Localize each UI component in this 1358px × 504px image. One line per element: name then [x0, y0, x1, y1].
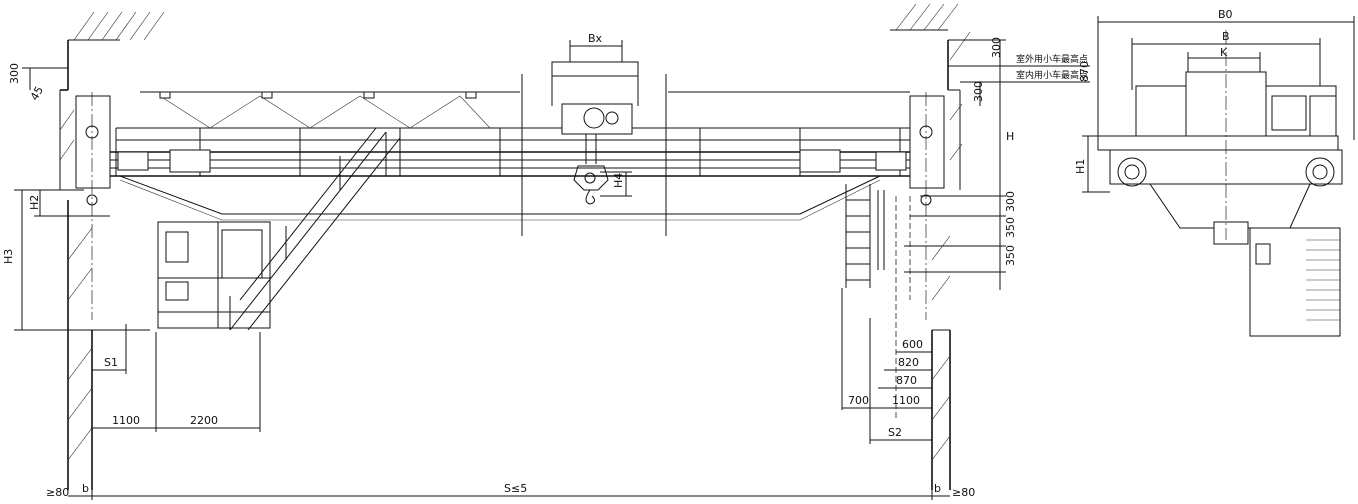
label-span: S≤5	[504, 482, 527, 495]
label-b: B	[1222, 30, 1230, 43]
label-h: H	[1006, 130, 1014, 143]
label-h2: H2	[28, 195, 41, 210]
label-820: 820	[898, 356, 919, 369]
label-b-right: b	[934, 482, 941, 495]
label-350-a: 350	[1004, 217, 1017, 238]
label-s2: S2	[888, 426, 902, 439]
label-bx: Bx	[588, 32, 603, 45]
right-building-column	[890, 3, 971, 490]
label-45: 45	[28, 84, 46, 103]
label-h3: H3	[2, 249, 15, 264]
label-h4: H4	[612, 173, 625, 188]
operator-cab	[157, 221, 271, 329]
label-350-b: 350	[1004, 245, 1017, 266]
label-1100-right: 1100	[892, 394, 920, 407]
label-k: K	[1220, 46, 1228, 59]
right-ladder	[841, 184, 911, 420]
label-s1: S1	[104, 356, 118, 369]
label-300-topleft: 300	[8, 63, 21, 84]
label-300-top: 300	[990, 37, 1003, 58]
label-870-top: 870	[1078, 61, 1091, 82]
label-1100-left: 1100	[112, 414, 140, 427]
label-ge80-left: ≥80	[46, 486, 69, 499]
note-outdoor-trolley-top: 室外用小车最高点	[1016, 53, 1088, 65]
side-view	[1082, 16, 1355, 337]
label-b0: B0	[1218, 8, 1233, 21]
label-300-side: 300	[972, 81, 985, 102]
label-ge80-right: ≥80	[952, 486, 975, 499]
label-870-lower: 870	[896, 374, 917, 387]
trolley	[528, 61, 662, 205]
label-300-mid: 300	[1004, 191, 1017, 212]
bridge-girder	[75, 74, 945, 320]
label-600: 600	[902, 338, 923, 351]
note-indoor-trolley-top: 室内用小车最高点	[1016, 69, 1088, 81]
access-stair	[229, 127, 401, 331]
dimension-labels: S≤5 b b ≥80 ≥80 1100 2200 S1 S2 600 820 …	[2, 8, 1233, 499]
label-2200: 2200	[190, 414, 218, 427]
label-700: 700	[848, 394, 869, 407]
dimension-lines	[14, 39, 1090, 500]
label-b-left: b	[82, 482, 89, 495]
label-h1: H1	[1074, 159, 1087, 174]
